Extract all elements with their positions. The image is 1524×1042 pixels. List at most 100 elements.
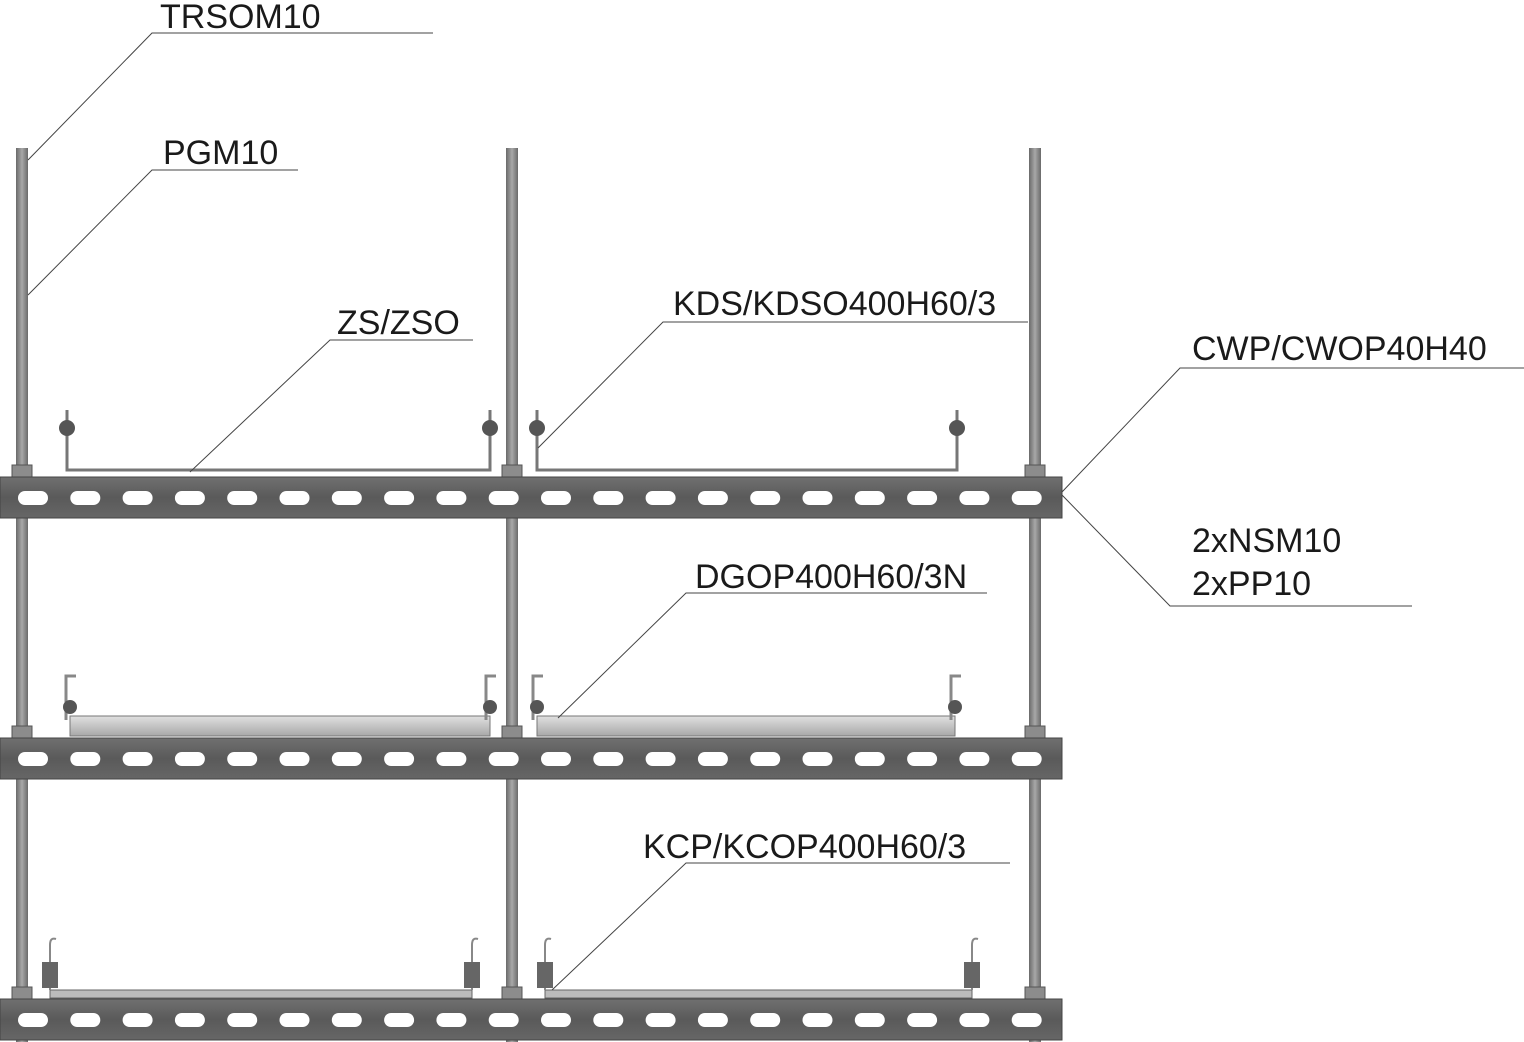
channel-slot	[70, 491, 101, 505]
wire-mesh-tray	[65, 410, 492, 472]
channel-slot	[122, 491, 153, 505]
channel-slot	[802, 752, 833, 766]
label-zs-zso: ZS/ZSO	[337, 304, 460, 342]
channel-slot	[854, 1013, 885, 1027]
wire-mesh-tray	[535, 410, 959, 472]
hex-nut	[501, 725, 523, 739]
channel-slot	[227, 752, 258, 766]
tray-clamp	[42, 962, 58, 988]
channel-slot	[18, 752, 48, 766]
channel-slot	[70, 1013, 101, 1027]
channel-slot	[697, 491, 728, 505]
label-kds: KDS/KDSO400H60/3	[673, 285, 996, 323]
channel-slot	[750, 491, 781, 505]
channel-slot	[593, 752, 624, 766]
leader-cwp	[1061, 367, 1524, 493]
tray-bolt	[63, 700, 77, 714]
label-trsom10: TRSOM10	[160, 0, 321, 36]
channel-slot	[1011, 1013, 1042, 1027]
solid-cable-tray	[69, 715, 491, 737]
channel-slot	[697, 1013, 728, 1027]
leader-zs-zso	[189, 339, 473, 473]
hex-nut	[1024, 986, 1046, 1000]
tray-hook	[471, 937, 479, 990]
channel-slot	[436, 491, 467, 505]
channel-slot	[384, 1013, 415, 1027]
cable-trays	[42, 410, 980, 999]
channel-slot	[593, 491, 624, 505]
channel-slot	[331, 1013, 362, 1027]
threaded-rod	[16, 148, 28, 1042]
hex-nut	[501, 986, 523, 1000]
label-dgop: DGOP400H60/3N	[695, 558, 967, 596]
channel-slot	[18, 491, 48, 505]
hex-nut	[11, 986, 33, 1000]
label-pp: 2xPP10	[1192, 565, 1311, 603]
channel-slot	[279, 752, 310, 766]
channel-slot	[541, 1013, 571, 1027]
channel-slot	[802, 491, 833, 505]
channel-profile	[0, 998, 1063, 1041]
channel-slot	[174, 491, 205, 505]
channel-slot	[70, 752, 101, 766]
label-nsm: 2xNSM10	[1192, 522, 1341, 560]
channel-slot	[488, 752, 519, 766]
cable-ladder-tray	[49, 989, 473, 999]
channel-slot	[750, 1013, 781, 1027]
solid-cable-tray	[536, 715, 956, 737]
channel-slot	[645, 491, 676, 505]
tray-hook	[49, 937, 57, 990]
channel-slot	[331, 491, 362, 505]
tray-hook	[544, 937, 552, 990]
channel-slot	[331, 752, 362, 766]
channel-slot	[959, 491, 990, 505]
channel-slot	[959, 1013, 990, 1027]
tray-clamp	[537, 962, 553, 988]
channel-slot	[279, 1013, 310, 1027]
leader-lines	[27, 32, 1524, 991]
channel-slot	[541, 491, 571, 505]
tray-bolt	[530, 700, 544, 714]
tray-bolt	[483, 700, 497, 714]
leader-dgop	[557, 592, 987, 719]
channel-slot	[645, 752, 676, 766]
channel-slot	[436, 752, 467, 766]
hex-nut	[1024, 464, 1046, 478]
support-channels	[0, 476, 1063, 1041]
leader-kcp	[551, 862, 1010, 991]
cable-ladder-tray	[544, 989, 973, 999]
channel-slot	[122, 1013, 153, 1027]
channel-slot	[488, 491, 519, 505]
channel-slot	[802, 1013, 833, 1027]
channel-slot	[227, 1013, 258, 1027]
channel-slot	[174, 752, 205, 766]
channel-slot	[174, 1013, 205, 1027]
channel-slot	[593, 1013, 624, 1027]
channel-slot	[227, 491, 258, 505]
hex-nut	[1024, 725, 1046, 739]
channel-profile	[0, 737, 1063, 780]
channel-slot	[645, 1013, 676, 1027]
tray-bolt	[948, 700, 962, 714]
tray-bolt	[529, 420, 545, 436]
channel-slot	[854, 491, 885, 505]
channel-slot	[279, 491, 310, 505]
channel-slot	[959, 752, 990, 766]
threaded-rods	[11, 148, 1046, 1042]
channel-slot	[384, 491, 415, 505]
tray-clamp	[464, 962, 480, 988]
channel-slot	[1011, 752, 1042, 766]
leader-nsm-pp	[1061, 494, 1412, 607]
channel-slot	[122, 752, 153, 766]
channel-slot	[854, 752, 885, 766]
channel-slot	[907, 1013, 938, 1027]
label-kcp: KCP/KCOP400H60/3	[643, 828, 966, 866]
hex-nut	[501, 464, 523, 478]
channel-slot	[18, 1013, 48, 1027]
channel-slot	[907, 491, 938, 505]
channel-slot	[907, 752, 938, 766]
channel-slot	[384, 752, 415, 766]
hex-nut	[11, 725, 33, 739]
